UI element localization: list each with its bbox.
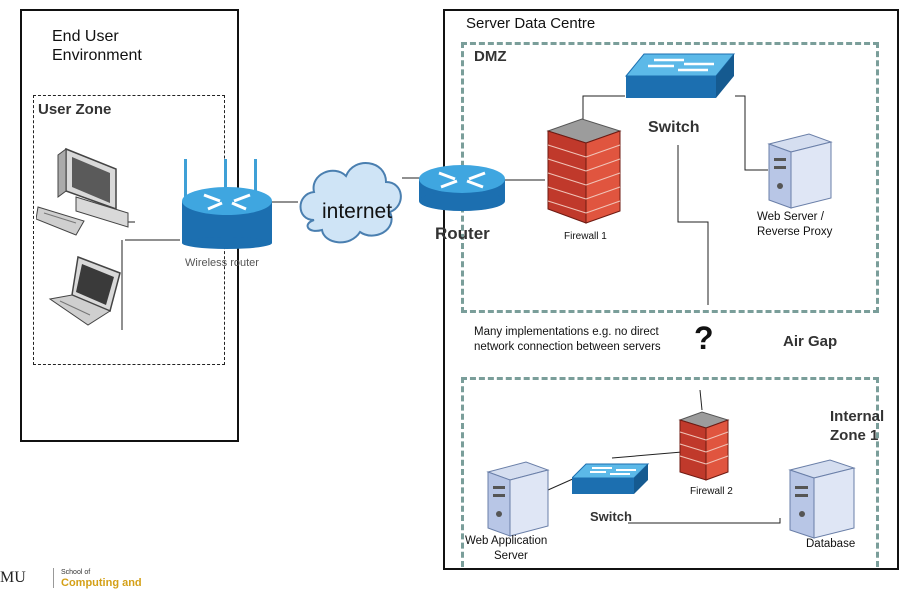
switch-top-icon (624, 53, 736, 98)
firewall-2-icon (678, 411, 730, 481)
end-user-title-line1: End User (52, 28, 119, 45)
footer-divider (53, 568, 54, 588)
router-icon (419, 165, 505, 211)
end-user-title-line2: Environment (52, 47, 142, 64)
web-server-label-line1: Web Server / (757, 211, 824, 223)
user-zone-label: User Zone (38, 101, 112, 118)
web-application-server-icon (486, 461, 550, 537)
internal-zone-label-line2: Zone 1 (830, 427, 879, 444)
switch-bottom-label: Switch (590, 509, 632, 524)
router-label: Router (435, 224, 490, 243)
footer-computing: Computing and (61, 577, 142, 589)
wireless-router-label: Wireless router (185, 257, 259, 269)
line-switch-webserver (735, 95, 768, 171)
firewall-1-icon (546, 118, 622, 224)
line-fw2-up (699, 389, 703, 411)
footer-school-of: School of (61, 569, 91, 576)
switch-bottom-icon (572, 463, 650, 494)
note-line2: network connection between servers (474, 341, 661, 353)
wireless-router-icon (182, 159, 272, 249)
internal-zone-box (461, 377, 879, 567)
line-switch-down (677, 145, 709, 305)
desktop-computer-icon (36, 147, 129, 236)
air-gap-label: Air Gap (783, 333, 838, 350)
internet-cloud-icon (299, 162, 402, 244)
line-fw2-switch (611, 451, 683, 459)
internal-zone-label-line1: Internal (830, 408, 885, 425)
firewall-2-label: Firewall 2 (690, 486, 733, 497)
internet-label: internet (322, 200, 393, 223)
web-server-icon (767, 133, 833, 209)
server-data-centre-title: Server Data Centre (466, 15, 596, 32)
database-label: Database (806, 538, 856, 550)
note-line1: Many implementations e.g. no direct (474, 326, 659, 338)
server-data-centre-box (443, 9, 899, 570)
web-app-label-line2: Server (494, 550, 528, 562)
line-firewall-switch (582, 95, 625, 120)
switch-top-label: Switch (648, 119, 700, 136)
line-switch-db (628, 518, 781, 524)
database-server-icon (788, 459, 856, 539)
firewall-1-label: Firewall 1 (564, 231, 607, 242)
web-server-label-line2: Reverse Proxy (757, 226, 833, 238)
logo-fragment: MU (0, 569, 26, 586)
laptop-icon (48, 255, 121, 326)
line-switch-webapp (547, 477, 576, 491)
question-mark: ? (694, 320, 714, 356)
dmz-label: DMZ (474, 48, 507, 65)
web-app-label-line1: Web Application (465, 535, 548, 547)
